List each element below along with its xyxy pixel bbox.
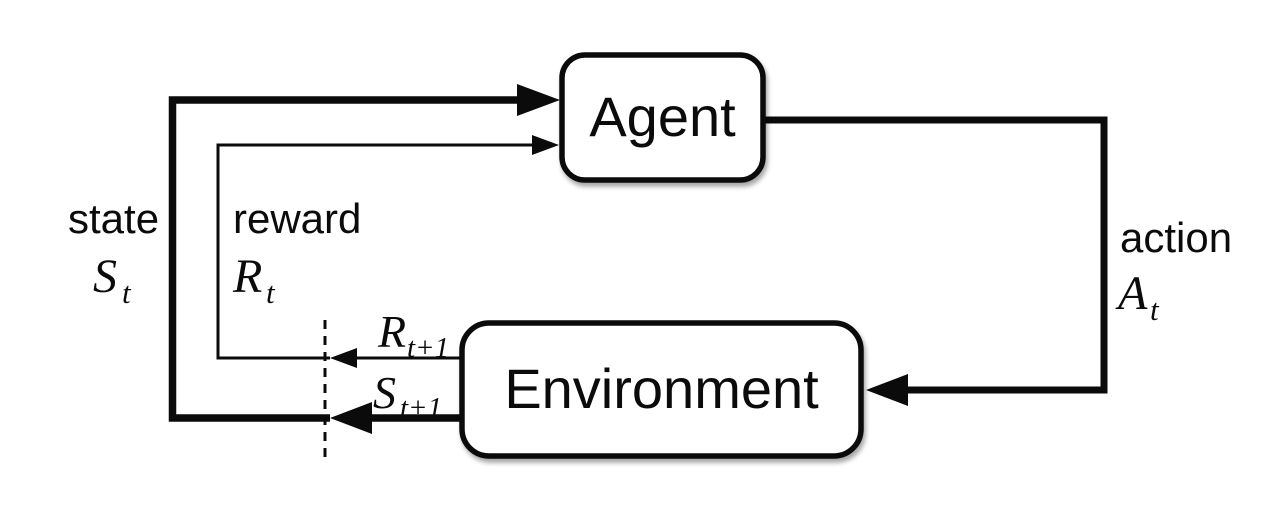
next-reward-symbol: R (377, 306, 406, 357)
environment-node (459, 320, 864, 459)
next-reward-arrowhead (330, 348, 357, 368)
reward-symbol-subscript: t (266, 275, 276, 310)
reward-loop-line (216, 143, 536, 360)
agent-node (559, 52, 766, 183)
state-into-agent-arrowhead (517, 84, 560, 116)
reward-into-agent-arrowhead (532, 135, 559, 155)
next-state-arrowhead (330, 402, 372, 434)
next-state-symbol-subscript: t+1 (400, 392, 442, 424)
state-symbol: S (93, 250, 117, 303)
environment-node-label: Environment (504, 357, 819, 420)
action-line (763, 116, 1108, 394)
next-state-symbol: S (373, 367, 396, 418)
reward-word-label: reward (233, 195, 361, 242)
state-symbol-subscript: t (122, 275, 132, 310)
state-word-label: state (68, 195, 159, 242)
action-symbol: A (1115, 267, 1148, 320)
action-symbol-subscript: t (1150, 292, 1160, 327)
reward-symbol: R (232, 250, 262, 303)
state-loop-line (168, 96, 522, 422)
agent-node-label: Agent (589, 85, 736, 148)
action-into-environment-arrowhead (866, 374, 908, 406)
next-reward-symbol-subscript: t+1 (407, 332, 449, 364)
action-word-label: action (1120, 214, 1232, 261)
